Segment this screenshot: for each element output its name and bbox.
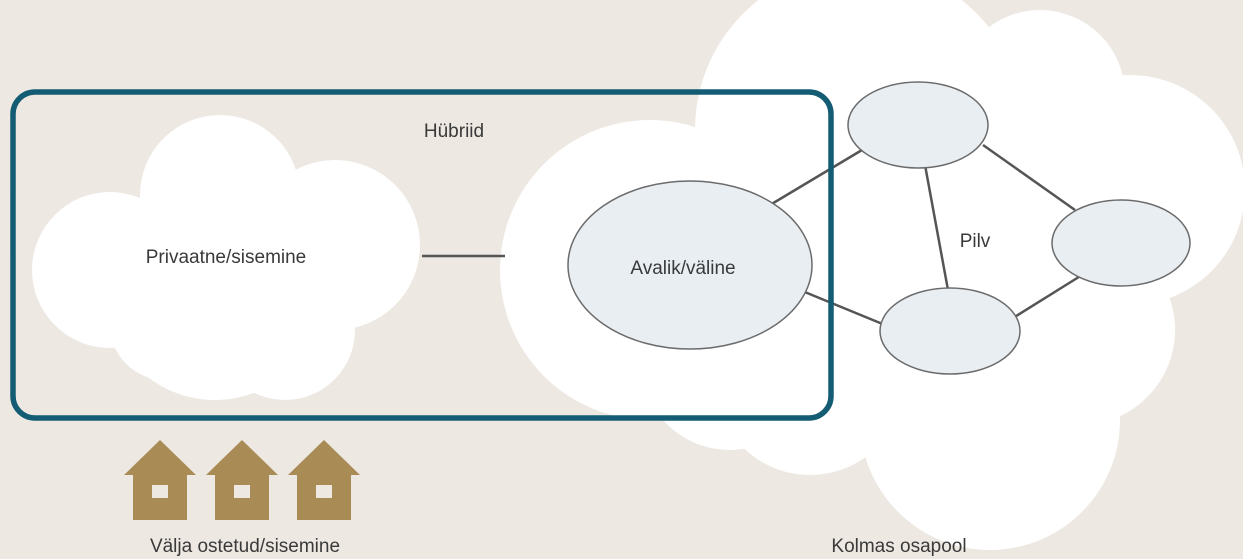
private-label: Privaatne/sisemine <box>146 247 307 268</box>
public-label: Avalik/väline <box>630 258 735 279</box>
cloud-node-top <box>847 81 989 169</box>
outsourced-label: Välja ostetud/sisemine <box>150 536 340 557</box>
house-icon <box>206 440 278 520</box>
connector-lines <box>422 143 1083 327</box>
hybrid-boundary <box>10 89 834 421</box>
third-party-label: Kolmas osapool <box>831 536 966 557</box>
cloud-node-right <box>1051 199 1191 287</box>
public-external-node <box>567 180 813 350</box>
cloud-node-bottom <box>879 287 1021 375</box>
private-cloud <box>32 115 420 400</box>
cloud-label: Pilv <box>960 231 991 252</box>
house-icon <box>288 440 360 520</box>
hybrid-label: Hübriid <box>424 121 484 142</box>
house-icon <box>124 440 196 520</box>
houses-group <box>124 440 360 520</box>
